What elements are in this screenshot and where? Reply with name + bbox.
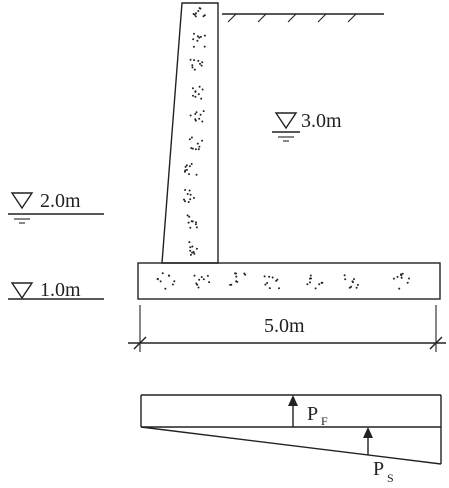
- wall-stem: [161, 2, 219, 264]
- level-1m: 1.0m: [8, 279, 104, 301]
- ps-label: P: [373, 458, 384, 480]
- uplift-pressure-diagram: P F P S: [140, 394, 442, 485]
- water-level-3m-label: 3.0m: [301, 110, 342, 132]
- ground-surface: [222, 13, 384, 23]
- water-level-3m: 3.0m: [272, 110, 342, 142]
- water-level-2m: 2.0m: [8, 190, 104, 224]
- stem-concrete-texture: [183, 7, 206, 256]
- base-width-dimension: 5.0m: [128, 305, 446, 352]
- base-concrete-texture: [156, 272, 410, 290]
- pf-arrow: [288, 395, 298, 427]
- level-1m-label: 1.0m: [40, 279, 81, 301]
- water-level-2m-label: 2.0m: [40, 190, 81, 212]
- ps-arrow: [363, 427, 373, 455]
- wall-base: [137, 262, 441, 300]
- base-width-label: 5.0m: [264, 315, 305, 337]
- pf-label: P: [307, 403, 318, 425]
- ps-subscript: S: [387, 471, 394, 485]
- pf-subscript: F: [321, 414, 328, 428]
